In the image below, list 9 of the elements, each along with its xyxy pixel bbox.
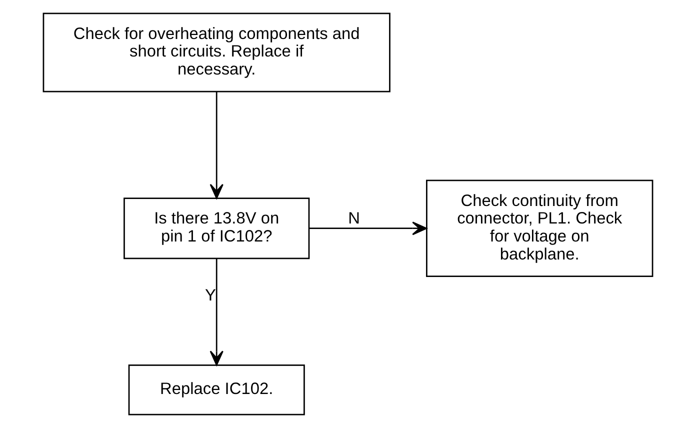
arrow (308, 222, 427, 236)
arrow (209, 258, 223, 366)
node-box: Replace IC102. (128, 364, 304, 416)
node-box: Check for overheating components and short circuits. Replace if necessary. (42, 12, 390, 92)
arrow (209, 92, 223, 199)
node-box: Is there 13.8V on pin 1 of IC102? (123, 198, 310, 260)
node-box: Check continuity from connector, PL1. Check for voltage on backplane. (426, 180, 653, 277)
edge-label: N (348, 210, 360, 228)
edge-label: Y (204, 286, 216, 304)
